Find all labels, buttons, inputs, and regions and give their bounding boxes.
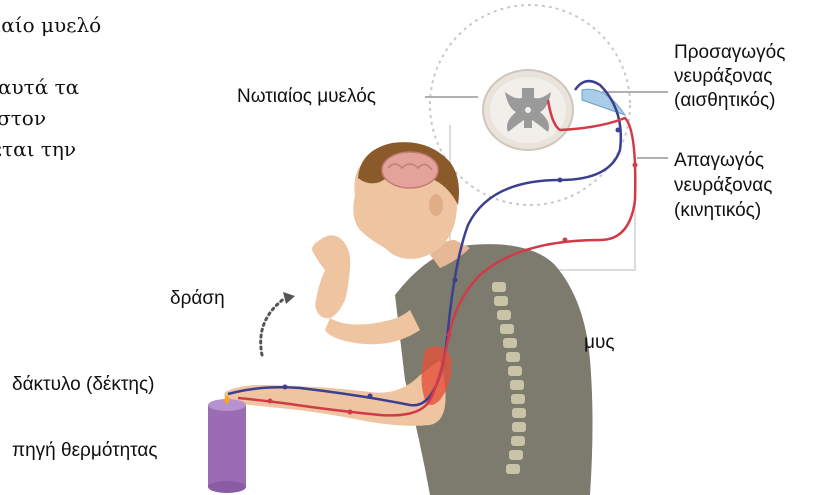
- action-label: δράση: [170, 288, 225, 310]
- dorsal-root-ganglion: [582, 89, 625, 115]
- afferent-label-line1: Προσαγωγός: [674, 42, 785, 64]
- spinal-cord-label: Νωτιαίος μυελός: [237, 86, 376, 108]
- muscle-label: μυς: [584, 332, 615, 354]
- ear: [429, 194, 443, 216]
- brain: [382, 152, 438, 188]
- receptor-label: δάκτυλο (δέκτης): [12, 374, 154, 396]
- heat-source-label: πηγή θερμότητας: [12, 440, 158, 462]
- afferent-label-line3: (αισθητικός): [674, 90, 775, 112]
- action-arrow: [261, 292, 295, 355]
- raised-hand: [312, 235, 350, 318]
- efferent-label-line1: Απαγωγός: [674, 150, 764, 172]
- spinal-cord-cross-section: [483, 70, 573, 150]
- efferent-label-line2: νευράξονας: [674, 175, 772, 197]
- heat-source-candle: [208, 395, 246, 493]
- efferent-label-line3: (κινητικός): [674, 200, 761, 222]
- afferent-label-line2: νευράξονας: [674, 66, 772, 88]
